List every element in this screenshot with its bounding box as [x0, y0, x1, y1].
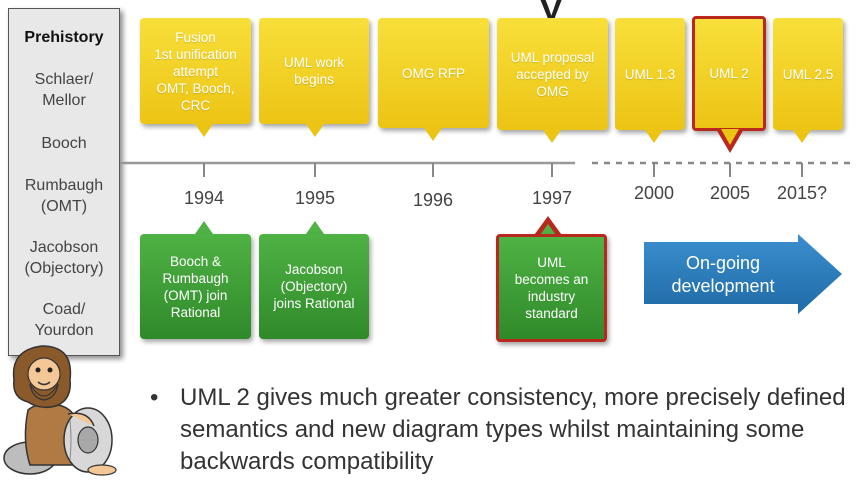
callout-uml-2-5: UML 2.5	[773, 18, 843, 130]
callout-pointer	[424, 128, 442, 141]
year-label: 1996	[412, 190, 454, 210]
tick-2005	[729, 163, 731, 177]
ongoing-development-arrow	[644, 234, 842, 314]
callout-uml-industry-standard: UML becomes an industry standard	[496, 234, 607, 342]
sidebar-item-booch: Booch	[41, 135, 87, 152]
year-label: 1995	[294, 188, 336, 208]
tick-2000	[653, 163, 655, 177]
callout-pointer	[543, 130, 561, 143]
caveman-illustration	[3, 345, 117, 476]
tick-1997	[551, 163, 553, 177]
callout-fusion: Fusion 1st unification attempt OMT, Booc…	[140, 18, 251, 124]
year-label: 1994	[183, 188, 225, 208]
callout-uml-proposal: UML proposal accepted by OMG	[497, 18, 608, 130]
year-label: 2015?	[776, 183, 828, 203]
callout-pointer	[645, 130, 663, 143]
year-label: 2000	[633, 183, 675, 203]
year-label: 2005	[709, 183, 751, 203]
callout-booch-rumbaugh-join: Booch & Rumbaugh (OMT) join Rational	[140, 234, 251, 339]
callout-pointer-green	[306, 221, 324, 234]
sidebar-item-jacobson: Jacobson (Objectory)	[24, 239, 104, 277]
sidebar-item-rumbaugh: Rumbaugh (OMT)	[24, 177, 104, 215]
bullet-symbol: •	[150, 384, 159, 411]
callout-jacobson-joins: Jacobson (Objectory) joins Rational	[259, 234, 369, 339]
callout-pointer	[306, 124, 324, 137]
tick-1994	[203, 163, 205, 177]
callout-pointer-green	[195, 221, 213, 234]
year-label: 1997	[531, 188, 573, 208]
tick-2015	[801, 163, 803, 177]
tick-1996	[432, 163, 434, 177]
callout-uml-2: UML 2	[692, 16, 766, 131]
prehistory-sidebar: Prehistory Schlaer/ Mellor Booch Rumbaug…	[8, 8, 120, 356]
sidebar-item-schlaer-mellor: Schlaer/ Mellor	[34, 71, 94, 109]
callout-pointer	[793, 130, 811, 143]
callout-uml-work-begins: UML work begins	[259, 18, 369, 124]
callout-pointer-highlight	[716, 129, 744, 153]
callout-omg-rfp: OMG RFP	[378, 18, 489, 128]
callout-uml-1-3: UML 1.3	[615, 18, 685, 130]
tick-1995	[314, 163, 316, 177]
ongoing-development-label: On-going development	[671, 253, 775, 296]
sidebar-item-coad-yourdon: Coad/ Yourdon	[34, 301, 94, 339]
sidebar-item-prehistory: Prehistory	[24, 29, 104, 46]
callout-pointer	[195, 124, 213, 137]
bullet-text: UML 2 gives much greater consistency, mo…	[180, 384, 846, 475]
